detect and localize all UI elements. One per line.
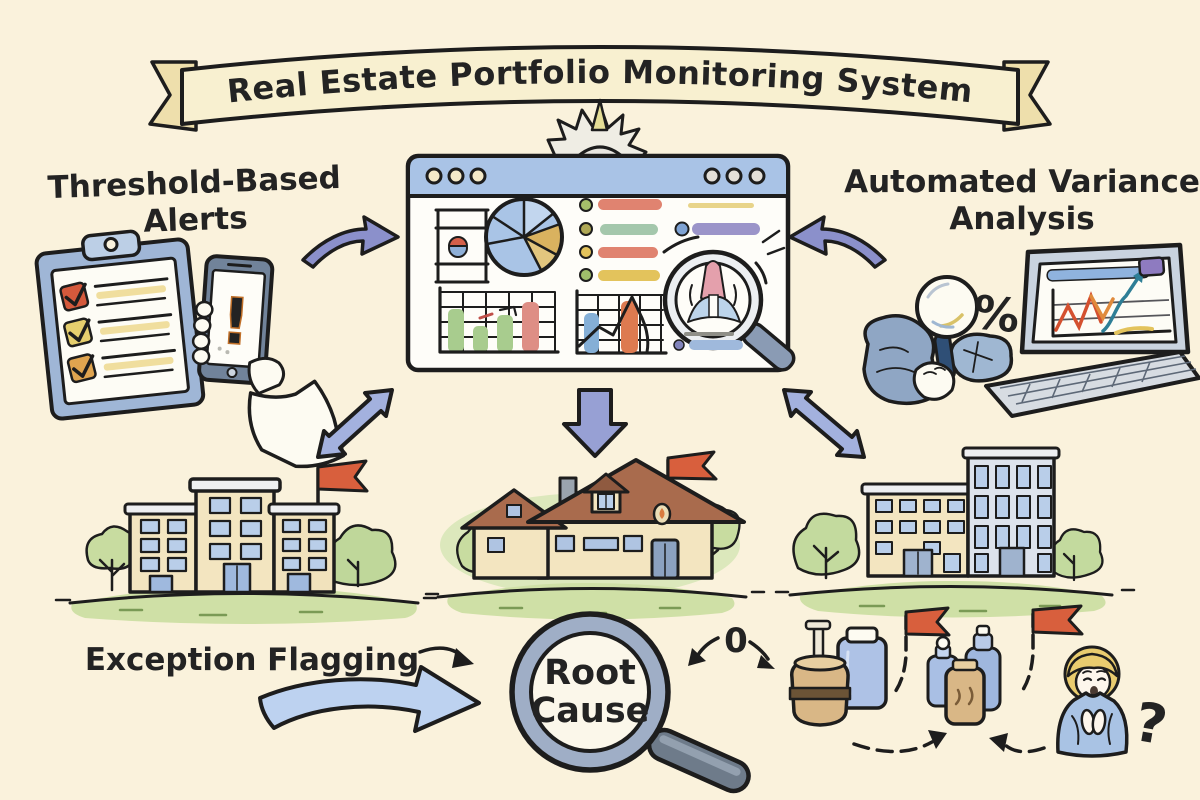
door (998, 546, 1026, 578)
clipboard-illustration (34, 229, 206, 421)
door (286, 572, 312, 594)
apartment-buildings-illustration (54, 459, 438, 624)
connector-arrow-right (782, 388, 866, 459)
finger (195, 300, 214, 319)
titlebar-dot (725, 167, 743, 185)
jug (944, 666, 986, 726)
big-blue-arrow (258, 665, 481, 733)
titlebar-dot (748, 167, 766, 185)
arrow-left-to-dashboard (301, 215, 400, 269)
flag-marker-2 (1018, 604, 1084, 696)
titlebar-dot (469, 167, 487, 185)
tree (1049, 528, 1104, 579)
windows (875, 499, 965, 555)
phone-illustration: ! (191, 254, 346, 469)
window (582, 536, 620, 552)
split-node-doodle: 0 (688, 621, 775, 669)
bar-chart-doodle (438, 286, 560, 354)
pie-chart-doodle (484, 197, 564, 277)
small-arrow-icon (418, 646, 474, 668)
windows (974, 465, 1052, 573)
bottles-illustration (926, 624, 1002, 726)
checklist-item-3 (66, 348, 176, 384)
thumb (247, 356, 286, 395)
variance-label-line2: Analysis (949, 201, 1094, 237)
gripping-hand (912, 361, 956, 401)
exception-flagging-label: Exception Flagging (85, 642, 419, 678)
threshold-label-line2: Alerts (143, 200, 248, 240)
variance-label-line1: Automated Variance (844, 164, 1200, 200)
magnifier-handle (646, 727, 751, 794)
dashed-arrow-right (989, 733, 1046, 754)
red-flag-icon (316, 459, 369, 493)
kpi-list-doodle (579, 198, 760, 282)
titlebar-dot (425, 167, 443, 185)
titlebar-dot (703, 167, 721, 185)
root-cause-label-line2: Cause (531, 691, 650, 731)
dashboard-illustration (405, 153, 796, 373)
alert-burst-icon (546, 98, 648, 160)
window (554, 534, 576, 553)
magnifier-hand-illustration: % (862, 275, 1022, 406)
window (622, 534, 644, 553)
connector-arrow-down (562, 388, 628, 458)
magnifier-person-icon (662, 229, 796, 372)
windows (281, 518, 328, 572)
phone-screen (205, 268, 267, 369)
dormer-roof (582, 472, 630, 494)
variance-analysis-label: Automated Variance Analysis (844, 164, 1200, 237)
door (148, 574, 174, 594)
connector-arrow-left (316, 388, 394, 459)
titlebar-dot (447, 167, 465, 185)
zero-node-label: 0 (724, 621, 748, 661)
laptop-keyboard (984, 350, 1200, 418)
barrel-jar-illustration (788, 619, 888, 727)
windows (208, 496, 263, 561)
flag-marker-1 (890, 606, 951, 698)
legend-lines-doodle (673, 332, 743, 351)
checklist-item-1 (59, 277, 169, 312)
threshold-label-line1: Threshold-Based (47, 160, 341, 206)
threshold-alerts-label: Threshold-Based Alerts (47, 160, 341, 240)
tree (324, 524, 397, 587)
percent-symbol: % (971, 285, 1022, 344)
windows (139, 518, 188, 573)
magnifier-lens (529, 631, 651, 753)
red-flag-icon (1031, 604, 1084, 636)
trend-chart-doodle (575, 289, 668, 355)
house-illustration (424, 450, 766, 620)
office-buildings-illustration (774, 446, 1136, 618)
banner-ribbon (180, 45, 1020, 126)
question-mark-symbol: ? (1130, 690, 1172, 757)
finger (191, 347, 211, 366)
main-roof (526, 458, 746, 524)
confused-person-illustration: ? (1056, 645, 1172, 758)
arrow-right-to-dashboard (788, 215, 887, 269)
red-flag-icon (904, 606, 951, 637)
checklist-item-2 (63, 313, 173, 348)
alert-exclamation-icon: ! (218, 285, 252, 361)
browser-titlebar (406, 154, 790, 198)
root-cause-label-line1: Root (544, 653, 636, 693)
chart-endpoint-badge (1138, 256, 1166, 277)
phone-home-button (226, 367, 238, 379)
root-cause-magnifier: Root Cause (509, 611, 751, 794)
finger (192, 316, 212, 335)
red-flag-icon (666, 450, 718, 481)
laptop-illustration (984, 242, 1200, 418)
finger (191, 332, 211, 351)
dashed-arrow-left (852, 730, 947, 754)
tree (792, 512, 861, 576)
